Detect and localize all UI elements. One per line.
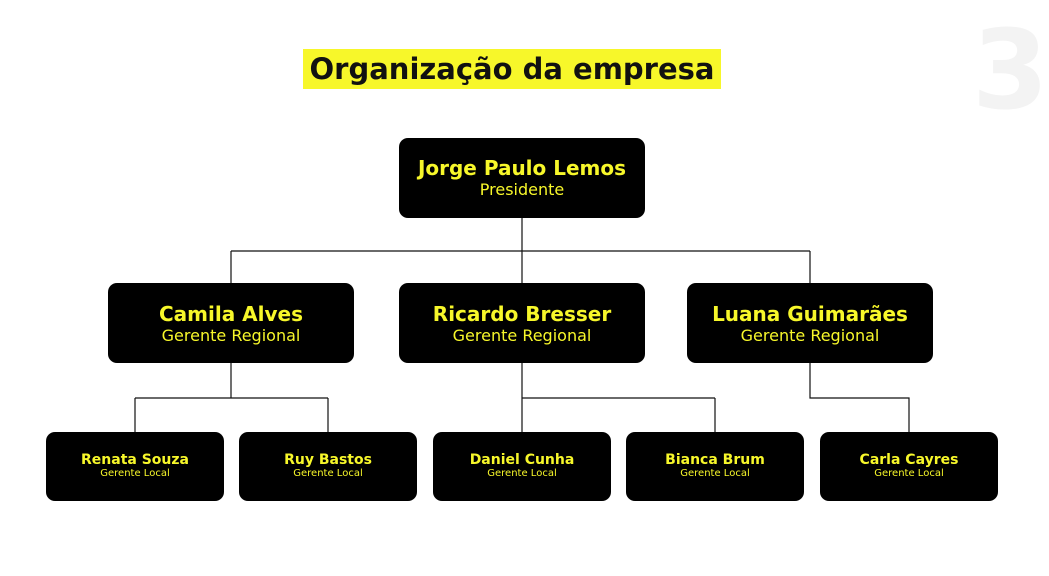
local-manager-box-carla: Carla Cayres Gerente Local [820,432,998,501]
connector-luana-to-locals [809,363,910,432]
regional-manager-role: Gerente Regional [452,326,592,345]
regional-manager-name: Ricardo Bresser [432,302,612,326]
local-manager-name: Carla Cayres [859,452,959,468]
title-container: Organização da empresa [0,49,1024,89]
local-manager-role: Gerente Local [487,468,557,479]
president-name: Jorge Paulo Lemos [417,156,627,180]
president-box: Jorge Paulo Lemos Presidente [399,138,645,218]
regional-manager-name: Camila Alves [158,302,304,326]
regional-manager-role: Gerente Regional [740,326,880,345]
regional-manager-box-luana: Luana Guimarães Gerente Regional [687,283,933,363]
regional-manager-role: Gerente Regional [161,326,301,345]
local-manager-box-bianca: Bianca Brum Gerente Local [626,432,804,501]
connector-president-to-regionals [230,218,811,283]
local-manager-box-daniel: Daniel Cunha Gerente Local [433,432,611,501]
local-manager-role: Gerente Local [680,468,750,479]
local-manager-box-renata: Renata Souza Gerente Local [46,432,224,501]
regional-manager-box-ricardo: Ricardo Bresser Gerente Regional [399,283,645,363]
connector-camila-to-locals [134,363,329,432]
local-manager-role: Gerente Local [874,468,944,479]
regional-manager-box-camila: Camila Alves Gerente Regional [108,283,354,363]
connector-ricardo-to-locals [521,363,716,432]
local-manager-name: Daniel Cunha [469,452,575,468]
regional-manager-name: Luana Guimarães [712,302,908,326]
org-chart-connectors [134,218,910,432]
local-manager-role: Gerente Local [293,468,363,479]
president-role: Presidente [479,180,565,199]
local-manager-box-ruy: Ruy Bastos Gerente Local [239,432,417,501]
local-manager-role: Gerente Local [100,468,170,479]
page-number: 3 [972,6,1049,134]
local-manager-name: Renata Souza [81,452,189,468]
local-manager-name: Ruy Bastos [284,452,372,468]
page-title: Organização da empresa [302,49,722,89]
local-manager-name: Bianca Brum [665,452,765,468]
